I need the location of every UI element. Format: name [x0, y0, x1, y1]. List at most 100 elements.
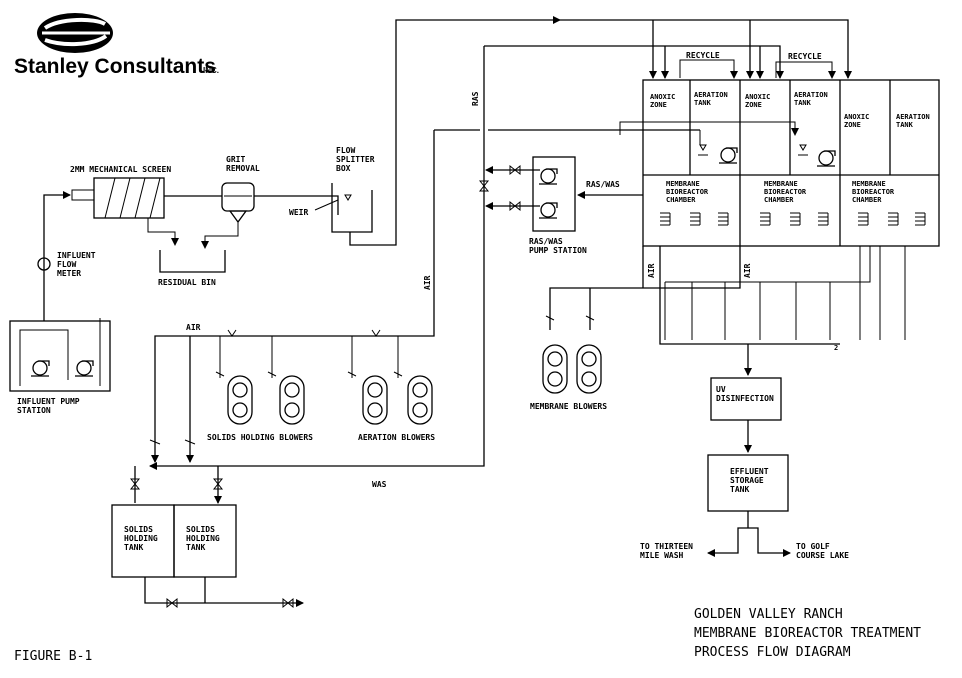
title-line-1: GOLDEN VALLEY RANCH	[694, 607, 843, 622]
ras-was-label: RAS/WAS	[586, 180, 620, 189]
anoxic-zone-label-1b: ZONE	[650, 101, 667, 109]
permeate-collection	[659, 246, 906, 376]
was-label: WAS	[372, 480, 387, 489]
grit-removal-unit	[201, 182, 339, 249]
membrane-icon	[689, 212, 701, 226]
influent-pump-station-label-2: STATION	[17, 406, 51, 415]
figure-number: FIGURE B-1	[14, 649, 92, 664]
anoxic-zone-label-3a: ANOXIC	[844, 113, 869, 121]
flow-meter-label-3: METER	[57, 269, 81, 278]
membrane-icon	[914, 212, 926, 226]
recycle-label-1: RECYCLE	[686, 51, 720, 60]
solids-tank-label-1b: HOLDING	[124, 534, 158, 543]
flow-meter-label-1: INFLUENT	[57, 251, 96, 260]
aeration-tank-label-3b: TANK	[896, 121, 914, 129]
pump-icon	[538, 168, 558, 185]
anoxic-zone-label-3b: ZONE	[844, 121, 861, 129]
solids-blowers-label: SOLIDS HOLDING BLOWERS	[207, 433, 313, 442]
membrane-icon	[717, 212, 729, 226]
influent-pump-station-label-1: INFLUENT PUMP	[17, 397, 80, 406]
aeration-tank-label-1a: AERATION	[694, 91, 728, 99]
aeration-tank-label-1b: TANK	[694, 99, 712, 107]
title-line-3: PROCESS FLOW DIAGRAM	[694, 645, 851, 660]
mbr-chamber-label-2c: CHAMBER	[764, 196, 794, 204]
aeration-blowers-label: AERATION BLOWERS	[358, 433, 435, 442]
aeration-tank-label-3a: AERATION	[896, 113, 930, 121]
membrane-blowers-label: MEMBRANE BLOWERS	[530, 402, 607, 411]
pump-icon	[538, 202, 558, 219]
mbr-basin	[619, 79, 940, 247]
uv-label-1: UV	[716, 385, 726, 394]
feed-lines	[484, 19, 852, 79]
membrane-icon	[659, 212, 671, 226]
membrane-icon	[887, 212, 899, 226]
small-2-label: 2	[834, 344, 838, 352]
blower-icon	[407, 375, 433, 425]
residual-bin	[159, 250, 226, 273]
air-mbr-label-1: AIR	[647, 263, 656, 278]
screen-label: 2MM MECHANICAL SCREEN	[70, 165, 171, 174]
effluent-label-2: STORAGE	[730, 476, 764, 485]
golf-course-label-2: COURSE LAKE	[796, 551, 849, 560]
effluent-storage-tank	[707, 454, 791, 557]
solids-tank-label-1a: SOLIDS	[124, 525, 153, 534]
aeration-tank-label-2b: TANK	[794, 99, 812, 107]
company-name: Stanley Consultants	[14, 55, 216, 78]
flow-splitter-box	[314, 16, 561, 246]
ras-was-pump-station	[485, 156, 643, 232]
weir-label: WEIR	[289, 208, 308, 217]
solids-tank-label-1c: TANK	[124, 543, 143, 552]
company-logo: Stanley Consultants INC.	[14, 13, 219, 78]
mbr-chamber-label-1c: CHAMBER	[666, 196, 696, 204]
effluent-label-1: EFFLUENT	[730, 467, 769, 476]
recycle-label-2: RECYCLE	[788, 52, 822, 61]
pump-icon	[74, 360, 94, 377]
uv-label-2: DISINFECTION	[716, 394, 774, 403]
effluent-label-3: TANK	[730, 485, 749, 494]
recycle-pump-icon	[718, 147, 738, 164]
blower-icon	[227, 375, 253, 425]
anoxic-zone-label-2b: ZONE	[745, 101, 762, 109]
blower-icon	[576, 344, 602, 394]
ras-was-line	[149, 46, 700, 470]
splitter-label-2: SPLITTER	[336, 155, 375, 164]
mbr-chamber-label-3c: CHAMBER	[852, 196, 882, 204]
blower-icon	[542, 344, 568, 394]
air-mbr-label-2: AIR	[743, 263, 752, 278]
thirteen-mile-label-1: TO THIRTEEN	[640, 542, 693, 551]
solids-holding-blowers	[215, 336, 305, 425]
pump-icon	[30, 360, 50, 377]
membrane-icon	[857, 212, 869, 226]
solids-tank-label-2a: SOLIDS	[186, 525, 215, 534]
mbr-chamber-label-3b: BIOREACTOR	[852, 188, 895, 196]
mbr-chamber-label-1b: BIOREACTOR	[666, 188, 709, 196]
air-main-line	[149, 129, 701, 463]
membrane-icon	[789, 212, 801, 226]
blower-icon	[362, 375, 388, 425]
grit-label-2: REMOVAL	[226, 164, 260, 173]
flow-meter-icon	[37, 257, 51, 271]
blower-icon	[279, 375, 305, 425]
membrane-icon	[759, 212, 771, 226]
solids-tank-label-2b: HOLDING	[186, 534, 220, 543]
residual-bin-label: RESIDUAL BIN	[158, 278, 216, 287]
aeration-tank-label-2a: AERATION	[794, 91, 828, 99]
air-main-label: AIR	[423, 275, 432, 290]
ras-label: RAS	[471, 91, 480, 106]
uv-disinfection	[710, 377, 782, 453]
membrane-icon	[817, 212, 829, 226]
anoxic-zone-label-2a: ANOXIC	[745, 93, 770, 101]
splitter-label-1: FLOW	[336, 146, 355, 155]
thirteen-mile-label-2: MILE WASH	[640, 551, 684, 560]
mbr-chamber-label-2a: MEMBRANE	[764, 180, 798, 188]
anoxic-zone-label-1a: ANOXIC	[650, 93, 675, 101]
flow-meter-label-2: FLOW	[57, 260, 76, 269]
company-suffix: INC.	[203, 66, 219, 75]
membrane-blowers	[542, 246, 741, 394]
recycle-pump-icon	[816, 150, 836, 167]
solids-holding-tanks	[111, 466, 304, 608]
mechanical-screen	[71, 177, 222, 246]
title-line-2: MEMBRANE BIOREACTOR TREATMENT	[694, 626, 921, 641]
golf-course-label-1: TO GOLF	[796, 542, 830, 551]
